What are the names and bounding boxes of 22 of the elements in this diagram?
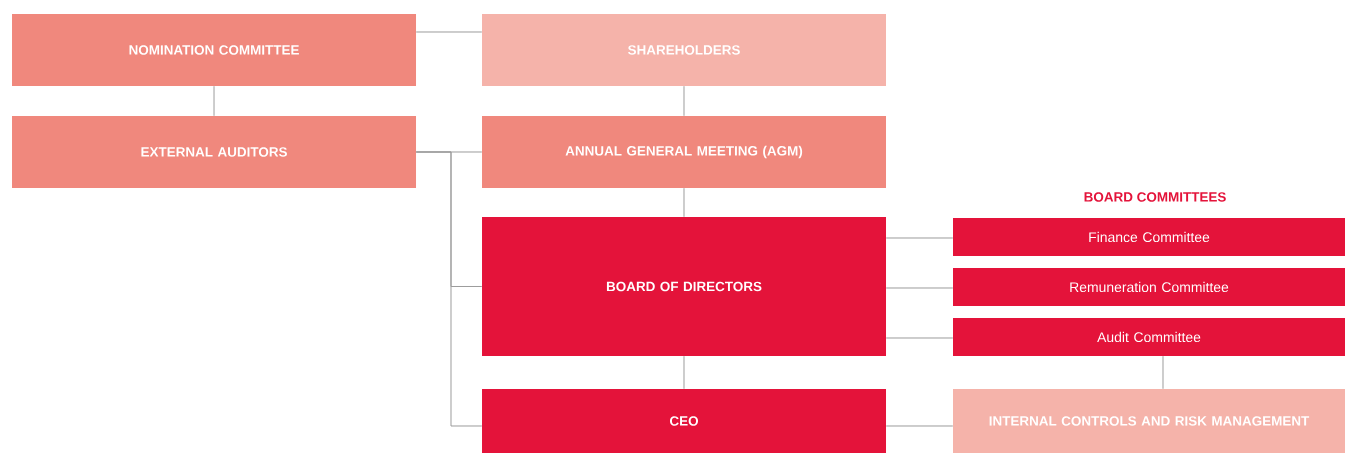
connector-line: [683, 85, 685, 117]
auditors-box: EXTERNAL AUDITORS: [12, 116, 416, 188]
connector-line: [885, 337, 954, 339]
group-heading: BOARD COMMITTEES: [1084, 192, 1226, 202]
ceo-box: CEO: [482, 389, 886, 453]
nomination-box: NOMINATION COMMITTEE: [12, 14, 416, 86]
committee-box: Remuneration Committee: [953, 268, 1345, 306]
board-box: BOARD OF DIRECTORS: [482, 217, 886, 356]
connector-line: [885, 287, 954, 289]
connector-line: [885, 425, 954, 427]
meeting-box: ANNUAL GENERAL MEETING (AGM): [482, 116, 886, 188]
connector-line: [415, 31, 483, 33]
connector-line: [885, 237, 954, 239]
connector-line: [683, 187, 685, 218]
connector-line: [683, 355, 685, 390]
committee-box: Finance Committee: [953, 218, 1345, 256]
connector-line: [1162, 355, 1164, 390]
shareholders-box: SHAREHOLDERS: [482, 14, 886, 86]
connector-line: [213, 85, 215, 117]
connector-line: [415, 151, 483, 427]
controls-box: INTERNAL CONTROLS AND RISK MANAGEMENT: [953, 389, 1345, 453]
committee-box: Audit Committee: [953, 318, 1345, 356]
